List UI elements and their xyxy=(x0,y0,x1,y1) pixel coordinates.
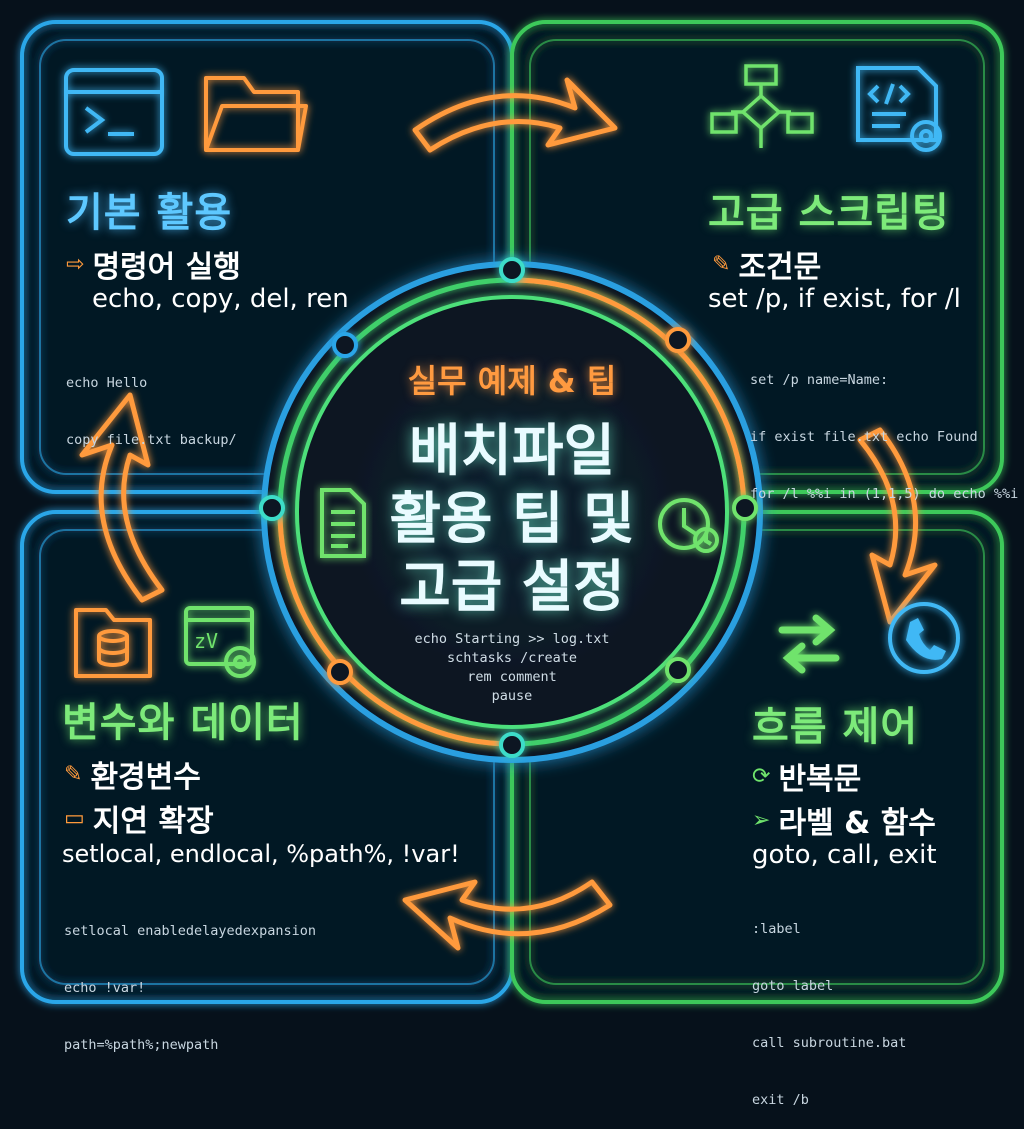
ring-nodes xyxy=(259,257,758,758)
svg-text:zV: zV xyxy=(194,629,218,653)
list-item: ⇨ 명령어 실행 xyxy=(66,242,241,286)
item-label: 명령어 실행 xyxy=(92,250,241,285)
item-label: 환경변수 xyxy=(90,760,201,795)
code-line: exit /b xyxy=(752,1092,809,1108)
command-list: set /p, if exist, for /l xyxy=(708,284,961,314)
code-line: echo !var! xyxy=(64,980,146,996)
panel-title-basic: 기본 활용 xyxy=(66,190,233,236)
panel-title-advanced: 고급 스크립팅 xyxy=(708,190,950,236)
list-item: ⟳ 반복문 xyxy=(752,754,861,798)
center-title-line: 고급 설정 xyxy=(399,555,625,620)
folder-icon: ▭ xyxy=(64,805,85,831)
panel-title-variables: 변수와 데이터 xyxy=(62,700,304,746)
central-ring xyxy=(261,261,763,763)
folder-icon xyxy=(204,76,308,152)
refresh-icon: ⟳ xyxy=(752,763,771,789)
code-line: set /p name=Name: xyxy=(750,372,889,388)
center-title-line: 배치파일 xyxy=(408,419,616,484)
code-snippet: :label goto label call subroutine.bat ex… xyxy=(752,882,906,1129)
item-label: 지연 확장 xyxy=(92,804,214,839)
center-code-snippet: echo Starting >> log.txt schtasks /creat… xyxy=(0,630,1024,706)
center-title: 배치파일 활용 팁 및 고급 설정 xyxy=(0,418,1024,622)
phone-icon xyxy=(888,602,960,674)
code-line: schtasks /create xyxy=(446,650,578,666)
code-line: echo Hello xyxy=(66,375,148,391)
variable-settings-icon: zV xyxy=(184,606,256,678)
panel-title-flow: 흐름 제어 xyxy=(752,704,919,750)
edit-icon: ✎ xyxy=(64,761,83,787)
list-item: ▭ 지연 확장 xyxy=(64,796,214,840)
code-line: goto label xyxy=(752,978,834,994)
arrow-icon: ➢ xyxy=(752,807,771,833)
list-item: ➢ 라벨 & 함수 xyxy=(752,798,936,842)
command-list: echo, copy, del, ren xyxy=(92,284,349,314)
refresh-icon xyxy=(778,614,840,674)
code-line: setlocal enabledelayedexpansion xyxy=(64,923,316,939)
cycle-arrow-icon xyxy=(79,77,938,951)
script-settings-icon xyxy=(856,66,942,152)
code-snippet: setlocal enabledelayedexpansion echo !va… xyxy=(64,884,316,1074)
code-line: pause xyxy=(491,688,533,704)
code-line: :label xyxy=(752,921,801,937)
center-title-line: 활용 팁 및 xyxy=(389,487,635,552)
code-snippet: echo Hello copy file.txt backup/ xyxy=(66,336,237,469)
item-label: 라벨 & 함수 xyxy=(778,806,936,841)
code-line: copy file.txt backup/ xyxy=(66,432,237,448)
item-label: 반복문 xyxy=(778,762,862,797)
code-line: path=%path%;newpath xyxy=(64,1037,219,1053)
terminal-icon xyxy=(64,68,164,156)
item-label: 조건문 xyxy=(738,250,822,285)
code-line: echo Starting >> log.txt xyxy=(414,631,610,647)
code-line: if exist file.txt echo Found xyxy=(750,429,978,445)
database-folder-icon xyxy=(74,608,152,678)
command-list: goto, call, exit xyxy=(752,840,937,870)
code-snippet: set /p name=Name: if exist file.txt echo… xyxy=(750,333,1018,523)
clock-icon xyxy=(658,498,719,553)
code-line: for /l %%i in (1,1,5) do echo %%i xyxy=(750,486,1019,502)
code-line: rem comment xyxy=(467,669,557,685)
list-item: ✎ 환경변수 xyxy=(64,752,201,796)
code-line: call subroutine.bat xyxy=(752,1035,907,1051)
edit-icon: ✎ xyxy=(712,251,731,277)
command-list: setlocal, endlocal, %path%, !var! xyxy=(62,840,460,868)
diagram-background: zV xyxy=(20,20,1004,1004)
document-icon xyxy=(320,488,366,558)
arrow-icon: ⇨ xyxy=(66,251,85,277)
center-subtitle: 실무 예제 & 팁 xyxy=(407,362,617,400)
list-item: ✎ 조건문 xyxy=(712,242,821,286)
flowchart-icon xyxy=(710,64,814,148)
